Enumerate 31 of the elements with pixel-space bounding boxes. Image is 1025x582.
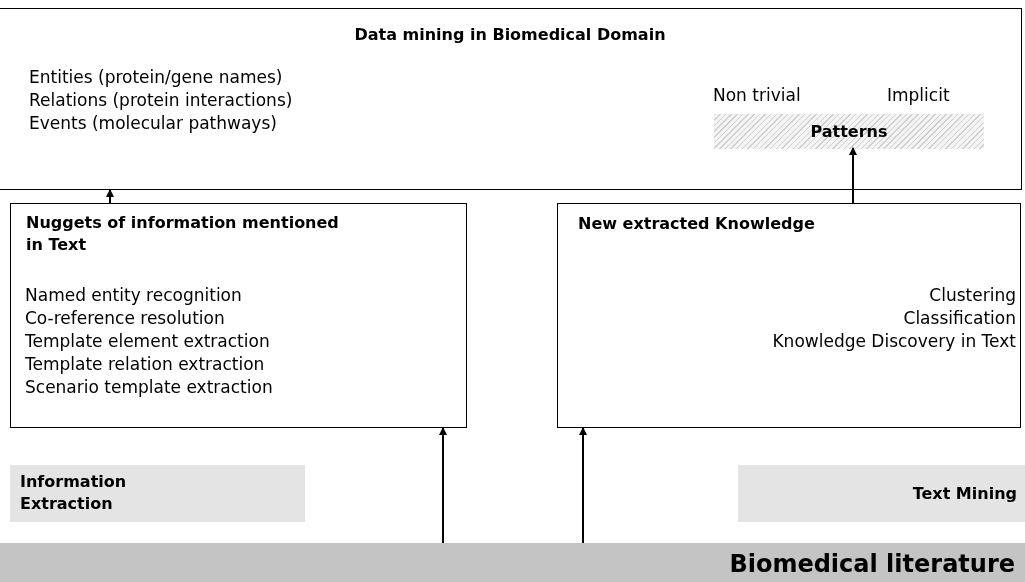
arrow	[106, 189, 114, 204]
arrow	[849, 147, 857, 204]
list-item: Relations (protein interactions)	[29, 89, 293, 112]
arrow	[439, 427, 447, 544]
band	[738, 465, 1025, 522]
list-item: Entities (protein/gene names)	[29, 66, 283, 89]
list-item: Template element extraction	[25, 330, 270, 353]
heading: New extracted Knowledge	[578, 213, 815, 235]
list-item: Co-reference resolution	[25, 307, 225, 330]
label: Patterns	[809, 121, 889, 143]
list-item: Events (molecular pathways)	[29, 112, 277, 135]
list-item: Knowledge Discovery in Text	[772, 330, 1016, 353]
label: Text Mining	[912, 483, 1017, 505]
label: Information Extraction	[20, 471, 128, 515]
panel	[0, 8, 1022, 190]
title: Data mining in Biomedical Domain	[353, 24, 667, 46]
label: Non trivial	[713, 84, 801, 107]
heading: Nuggets of information mentioned in Text	[26, 212, 340, 256]
list-item: Clustering	[929, 284, 1016, 307]
list-item: Template relation extraction	[25, 353, 265, 376]
label: Biomedical literature	[729, 549, 1015, 580]
band	[10, 465, 305, 522]
hatched-band	[714, 114, 984, 149]
panel	[10, 203, 467, 428]
arrow	[579, 427, 587, 544]
list-item: Scenario template extraction	[25, 376, 273, 399]
list-item: Classification	[903, 307, 1016, 330]
base-bar	[0, 543, 1025, 582]
list-item: Named entity recognition	[25, 284, 242, 307]
panel	[557, 203, 1021, 428]
label: Implicit	[887, 84, 950, 107]
